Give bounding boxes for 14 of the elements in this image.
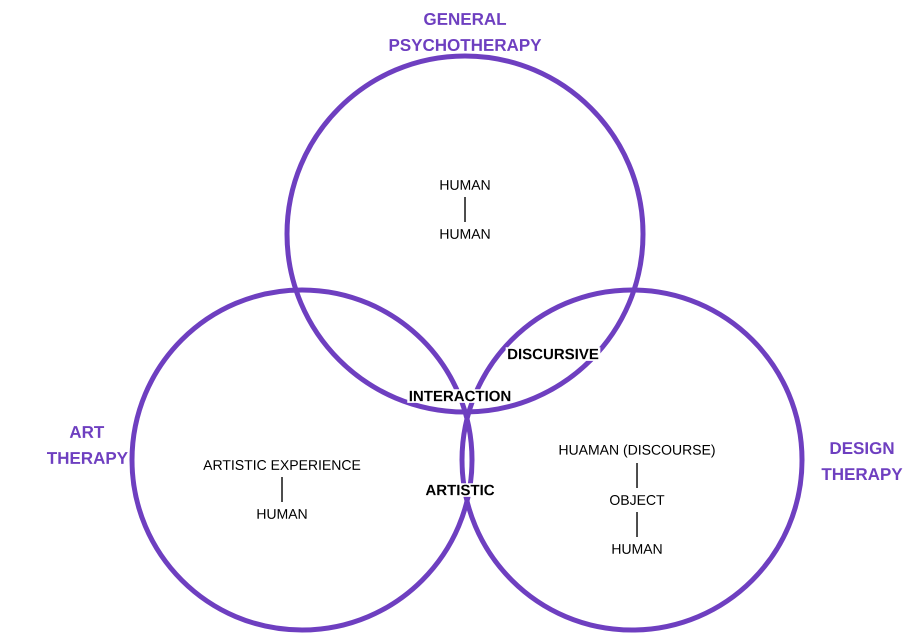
circle-text: HUAMAN (DISCOURSE) (557, 443, 717, 459)
venn-circle (284, 54, 646, 414)
circle-text: HUMAN (255, 508, 309, 520)
circle-text: HUMAN (610, 543, 664, 555)
circle-heading: GENERAL PSYCHOTHERAPY (390, 12, 542, 52)
overlap-label: INTERACTION (407, 389, 513, 403)
circle-text: OBJECT (608, 494, 666, 506)
circle-heading: ART THERAPY (47, 426, 128, 464)
circle-heading: DESIGN THERAPY (822, 442, 902, 480)
circle-text: HUMAN (438, 179, 492, 191)
overlap-label: DISCURSIVE (506, 347, 600, 361)
circle-text: ARTISTIC EXPERIENCE (202, 459, 362, 471)
overlap-label: ARTISTIC (424, 483, 496, 497)
circle-text: HUMAN (438, 228, 492, 240)
